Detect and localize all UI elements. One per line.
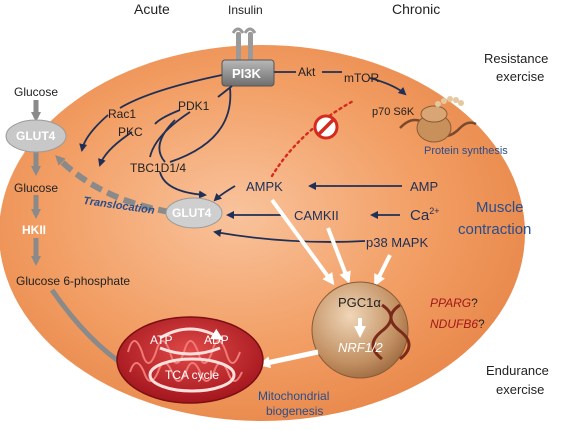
arrow-p38-glut4 [213,229,366,243]
dna-icon [371,303,411,361]
arrow-pdk1-pkc [154,109,181,125]
arrow-p38-pgc1a [374,254,392,287]
tca-label: TCA cycle [165,368,220,382]
glut4-vesicle [165,197,223,229]
ampk-label: AMPK [246,179,283,194]
arrow-tbc-down [159,171,207,199]
header-chronic: Chronic [392,1,441,17]
arrow-rac1-glut4 [79,114,109,152]
arrow-mtor-p70 [369,77,407,96]
pi3k-label: PI3K [232,66,261,81]
ndufb6-q: ? [478,317,485,331]
arrow-pi3k-rac1 [119,74,223,109]
biogenesis-label-1: Mitochondrial [258,389,330,403]
arrow-tbc-vesicle [169,87,232,163]
arrow-camkii-pgc1a [326,227,351,284]
resistance-label-2: exercise [496,69,545,84]
pparg-text: PPARG [430,296,472,310]
camkii-label: CAMKII [294,208,339,223]
g6p-label: Glucose 6-phosphate [16,274,131,288]
rac1-label: Rac1 [108,107,137,121]
pdk1-label: PDK1 [178,99,210,113]
arrow-pkc-glut4 [98,131,133,167]
adp-label: ADP [204,333,229,347]
glut4-vesicle-label: GLUT4 [172,206,212,220]
resistance-label-1: Resistance [484,51,549,66]
translocation-arrow [55,155,171,215]
endurance-label-1: Endurance [486,363,549,378]
insulin-receptor-icon [231,27,257,62]
glucose-in-label: Glucose [14,85,59,99]
p38-label: p38 MAPK [366,235,429,250]
ndufb6-text: NDUFB6 [430,317,479,331]
pparg-label: PPARG? [430,297,478,309]
protein-icon [399,96,477,143]
atp-label: ATP [150,333,173,347]
inhibit-icon [313,114,339,140]
pkc-label: PKC [118,125,143,139]
arrow-ampk-glut4 [213,185,236,202]
muscle-label-2: contraction [458,221,532,238]
ca-text: Ca [410,207,430,224]
pi3k-box [221,59,275,87]
muscle-label-1: Muscle [476,199,524,216]
ndufb6-label: NDUFB6? [430,318,485,330]
arrow-nrf-mito [258,349,319,369]
pparg-q: ? [471,296,478,310]
arrow-ampk-pgc1a [270,198,335,286]
akt-label: Akt [298,65,316,79]
protein-synthesis-label: Protein synthesis [424,145,508,157]
glut4-membrane [5,119,67,153]
tbc1d1-label: TBC1D1/4 [130,161,187,175]
pgc1a-label: PGC1α [338,295,381,310]
p70s6k-label: p70 S6K [372,106,415,118]
mtor-label: mTOR [344,71,380,85]
amp-label: AMP [410,179,439,194]
biogenesis-label-2: biogenesis [266,404,324,418]
nrf-label: NRF1/2 [338,340,383,355]
header-acute: Acute [134,1,170,17]
glucose-out-label: Glucose [14,181,59,195]
endurance-label-2: exercise [496,382,545,397]
ampk-mtor-inhibition [270,98,357,178]
mitochondrion [116,316,264,404]
glut4-membrane-label: GLUT4 [16,129,56,143]
ca-charge: 2+ [429,206,440,216]
arrow-pi3k-pdk1 [217,85,233,98]
arrow-tbc-glut4 [158,119,176,163]
ca-label: Ca2+ [410,206,440,224]
header-insulin: Insulin [228,3,263,17]
hkii-label: HKII [22,223,46,237]
